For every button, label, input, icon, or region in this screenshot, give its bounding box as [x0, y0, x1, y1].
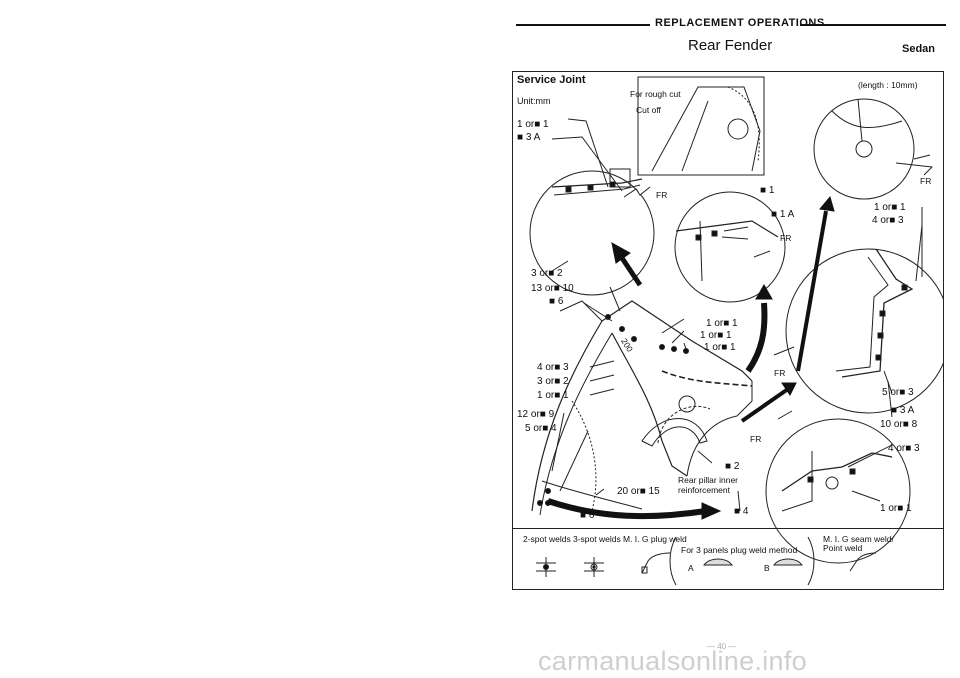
unit-label: Unit:mm: [517, 96, 551, 106]
detail-circle-upper-left: [529, 170, 655, 296]
legend-plug-weld: M. I. G plug weld: [623, 534, 687, 544]
callout-lower-1: 1 or■ 1: [880, 503, 912, 514]
label-fr-center: FR: [780, 233, 792, 243]
detail-circle-top-right: [813, 98, 915, 200]
callout-left-12: 12 or■ 9: [517, 409, 555, 420]
callout-right-1: 1 or■ 1: [874, 202, 906, 213]
callout-plug-1: 1 or■ 1: [517, 119, 549, 130]
label-rough-cut: For rough cut: [630, 89, 681, 99]
rear-fender-illustration: [529, 76, 944, 586]
label-length: (length : 10mm): [858, 80, 918, 90]
section-title: REPLACEMENT OPERATIONS: [655, 17, 825, 29]
body-variant: Sedan: [902, 43, 936, 55]
header-rule-right: [800, 24, 946, 26]
watermark: carmanualsonline.info: [538, 646, 807, 676]
callout-right-10: 10 or■ 8: [880, 419, 918, 430]
callout-spot-3: 3 or■ 2: [531, 268, 563, 279]
page-number: — 40 —: [707, 642, 737, 651]
label-fr-lower: FR: [750, 434, 762, 444]
callout-pillar-2: ■ 2: [725, 461, 740, 472]
label-cut-off: Cut off: [636, 105, 661, 115]
legend-3-panels: For 3 panels plug weld method: [681, 545, 798, 555]
callout-bottom-20: 20 or■ 15: [617, 486, 660, 497]
callout-left-3: 3 or■ 2: [537, 376, 569, 387]
callout-seam-3a: ■ 3 A: [517, 132, 541, 143]
callout-left-5: 5 or■ 4: [525, 423, 557, 434]
detail-circle-right: [785, 248, 944, 414]
label-fr-upper-left: FR: [656, 190, 668, 200]
callout-bottom-4: ■ 4: [734, 506, 749, 517]
callout-left-4: 4 or■ 3: [537, 362, 569, 373]
legend-point-weld: Point weld: [823, 543, 863, 553]
legend-method-a: A: [688, 563, 694, 573]
legend-seam-weld: M. I. G seam weld/: [823, 534, 894, 544]
legend-3-spot: 3-spot welds: [573, 534, 621, 544]
label-fr-right: FR: [774, 368, 786, 378]
label-fr-top-right: FR: [920, 176, 932, 186]
legend-2-spot: 2-spot welds: [523, 534, 571, 544]
callout-plug-13: 13 or■ 10: [531, 283, 574, 294]
callout-pillar-c: 1 or■ 1: [704, 342, 736, 353]
callout-bottom-6: ■ 6: [580, 510, 595, 521]
callout-lower-4: 4 or■ 3: [888, 443, 920, 454]
callout-right-4: 4 or■ 3: [872, 215, 904, 226]
rough-cut-inset: [637, 76, 765, 176]
callout-left-1: 1 or■ 1: [537, 390, 569, 401]
callout-right-3a: ■ 3 A: [891, 405, 915, 416]
header-rule-left: [516, 24, 650, 26]
panel-title: Service Joint: [517, 74, 586, 86]
legend-method-b: B: [764, 563, 770, 573]
callout-center-1a: ■ 1 A: [771, 209, 795, 220]
callout-right-5: 5 or■ 3: [882, 387, 914, 398]
detail-circle-lower-right: [765, 418, 911, 564]
label-rear-pillar: Rear pillar inner: [678, 475, 738, 485]
detail-circle-center: [674, 191, 786, 303]
callout-center-1: ■ 1: [760, 185, 775, 196]
label-reinforcement: reinforcement: [678, 485, 730, 495]
page-title: Rear Fender: [688, 37, 773, 54]
callout-pillar-a: 1 or■ 1: [706, 318, 738, 329]
callout-pillar-b: 1 or■ 1: [700, 330, 732, 341]
legend-divider: [512, 528, 944, 529]
diagram-frame: [512, 71, 944, 590]
callout-6: ■ 6: [549, 296, 564, 307]
